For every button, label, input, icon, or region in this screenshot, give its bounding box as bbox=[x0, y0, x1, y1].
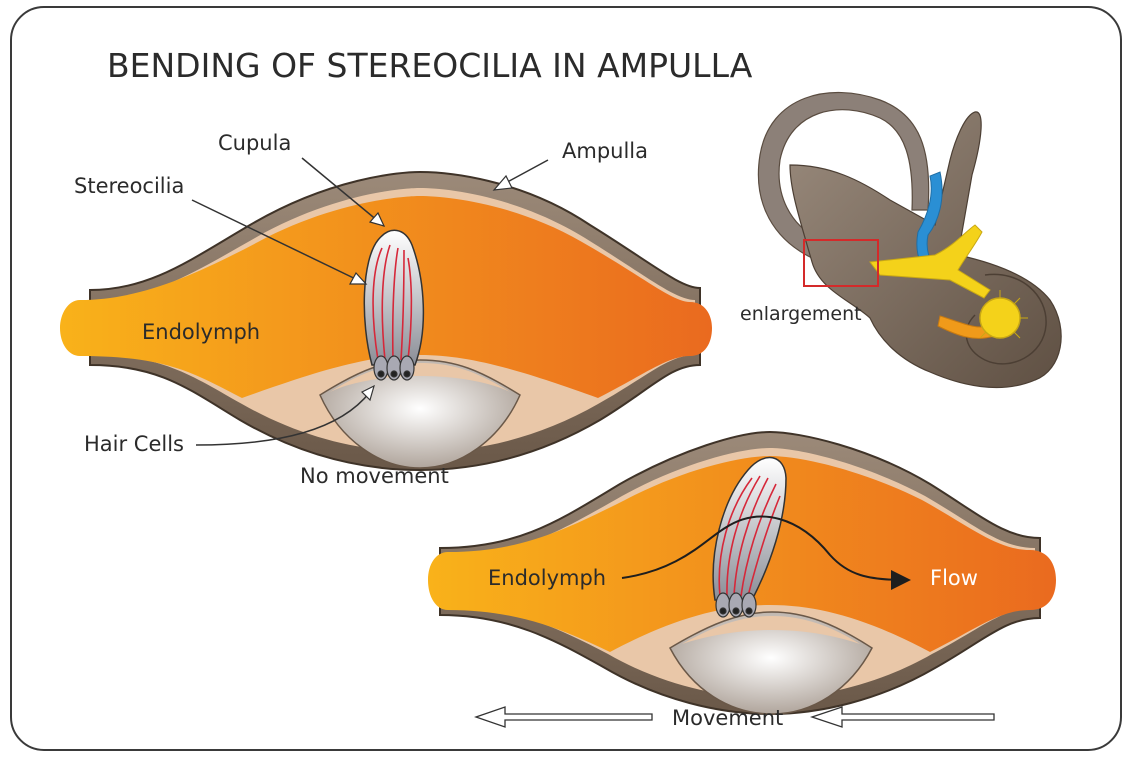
label-endolymph-bottom: Endolymph bbox=[488, 566, 606, 590]
label-hair-cells: Hair Cells bbox=[84, 432, 184, 456]
diagram-title: BENDING OF STEREOCILIA IN AMPULLA bbox=[107, 46, 753, 85]
label-ampulla: Ampulla bbox=[562, 139, 648, 163]
inner-ear-illustration bbox=[758, 93, 1061, 388]
label-stereocilia: Stereocilia bbox=[74, 174, 184, 198]
label-cupula: Cupula bbox=[218, 131, 291, 155]
label-no-movement: No movement bbox=[300, 464, 449, 488]
label-endolymph-top: Endolymph bbox=[142, 320, 260, 344]
hair-cells-bottom bbox=[716, 593, 756, 617]
label-flow: Flow bbox=[930, 566, 978, 590]
label-movement: Movement bbox=[672, 706, 783, 730]
hair-cells-top bbox=[374, 356, 414, 380]
movement-arrow-right bbox=[812, 707, 994, 727]
label-enlargement: enlargement bbox=[740, 303, 862, 325]
movement-arrow-left bbox=[476, 707, 652, 727]
